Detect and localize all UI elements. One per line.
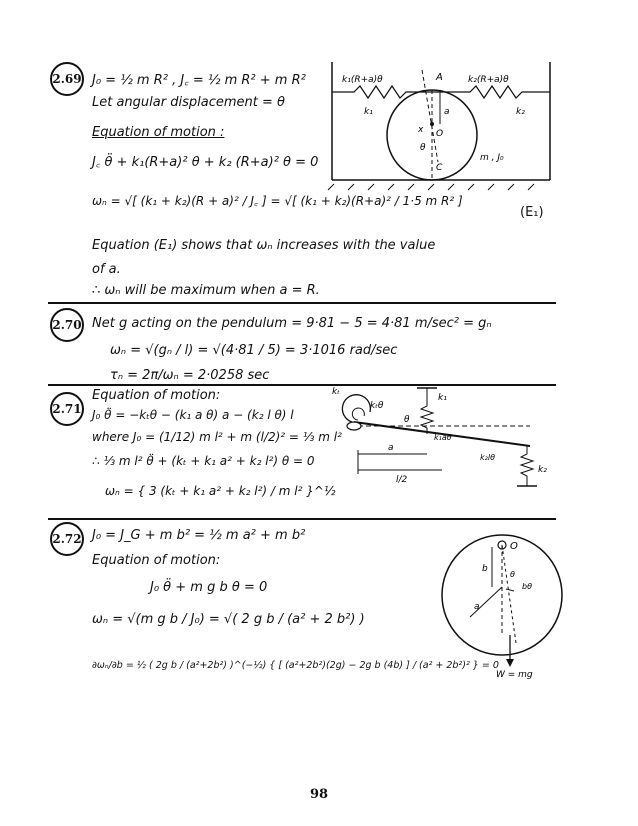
figure-label: k₂(R+a)θ — [468, 75, 509, 85]
figure-label: C — [436, 163, 443, 173]
figure-label: O — [436, 129, 443, 139]
figure-label: kₜ — [332, 387, 340, 397]
figure-label: x — [417, 125, 424, 135]
figure-label: a — [444, 107, 450, 117]
text-line: Equation (E₁) shows that ωₙ increases wi… — [92, 238, 436, 253]
equation-line: τₙ = 2π/ωₙ = 2·0258 sec — [110, 368, 270, 383]
figure-label: m , J₀ — [480, 153, 504, 163]
problem-number-badge: 2.71 — [50, 392, 84, 426]
equation-line: ∂ωₙ/∂b = ½ ( 2g b / (a²+2b²) )^(−½) { [ … — [92, 660, 499, 671]
figure-label: θ — [404, 415, 410, 425]
disk-spring-figure: k₁(R+a)θ A k₂(R+a)θ k₁ k₂ a x θ O C m , … — [327, 62, 551, 191]
bar-torsion-spring-figure: kₜ kₜθ θ k₁ k₁aθ a l/2 k₂lθ k₂ — [332, 387, 547, 487]
equation-line: J₀ θ̈ + m g b θ = 0 — [150, 580, 268, 595]
section-divider — [48, 518, 556, 520]
figure-label: W = mg — [496, 670, 533, 680]
figure-label: k₂lθ — [480, 453, 495, 462]
text-line: Equation of motion: — [92, 388, 221, 403]
figure-label: l/2 — [396, 475, 408, 485]
section-divider — [48, 302, 556, 304]
equation-line: ∴ ⅓ m l² θ̈ + (kₜ + k₁ a² + k₂ l²) θ = 0 — [92, 454, 315, 468]
problem-number-badge: 2.72 — [50, 522, 84, 556]
equation-line: ωₙ = √(m g b / J₀) = √( 2 g b / (a² + 2 … — [92, 612, 365, 627]
equation-line: ωₙ = √(gₙ / l) = √(4·81 / 5) = 3·1016 ra… — [110, 343, 398, 358]
figure-label: k₁(R+a)θ — [342, 75, 383, 85]
figure-label: kₜθ — [370, 401, 384, 411]
figure-label: k₁ — [364, 107, 373, 117]
equation-line: ωₙ = √[ (k₁ + k₂)(R + a)² / J꜀ ] = √[ (k… — [92, 194, 463, 208]
figure-label: k₂ — [538, 465, 547, 475]
equation-tag: (E₁) — [520, 205, 544, 220]
problem-number-badge: 2.69 — [50, 62, 84, 96]
problem-number-badge: 2.70 — [50, 308, 84, 342]
text-line: of a. — [92, 262, 121, 277]
page-number: 98 — [309, 787, 329, 802]
equation-line: J₀ = ½ m R² , J꜀ = ½ m R² + m R² — [92, 73, 306, 88]
equation-line: ωₙ = { 3 (kₜ + k₁ a² + k₂ l²) / m l² }^½ — [105, 484, 336, 498]
text-line: Let angular displacement = θ — [92, 95, 285, 110]
text-line: ∴ ωₙ will be maximum when a = R. — [92, 283, 320, 298]
figure-label: θ — [420, 143, 426, 153]
figure-label: b — [482, 564, 488, 574]
equation-line: where J₀ = (1/12) m l² + m (l/2)² = ⅓ m … — [92, 430, 342, 444]
figure-label: k₁aθ — [434, 433, 452, 442]
text-line: Equation of motion : — [92, 125, 225, 140]
equation-line: J₀ = J_G + m b² = ½ m a² + m b² — [92, 528, 306, 543]
figure-label: a — [474, 602, 480, 612]
figure-label: θ — [510, 570, 515, 579]
figure-label: A — [435, 72, 443, 83]
figure-label: O — [510, 541, 518, 552]
equation-line: J꜀ θ̈ + k₁(R+a)² θ + k₂ (R+a)² θ = 0 — [92, 155, 319, 170]
section-divider — [48, 384, 556, 386]
figure-label: a — [388, 443, 394, 453]
figure-label: bθ — [522, 582, 532, 591]
text-line: Equation of motion: — [92, 553, 221, 568]
figure-label: k₂ — [516, 107, 525, 117]
figure-label: k₁ — [438, 393, 447, 403]
text-line: Net g acting on the pendulum = 9·81 − 5 … — [92, 316, 492, 331]
pendulum-disk-figure: O b θ bθ a W = mg — [441, 534, 563, 680]
equation-line: J₀ θ̈ = −kₜθ − (k₁ a θ) a − (k₂ l θ) l — [92, 408, 294, 422]
